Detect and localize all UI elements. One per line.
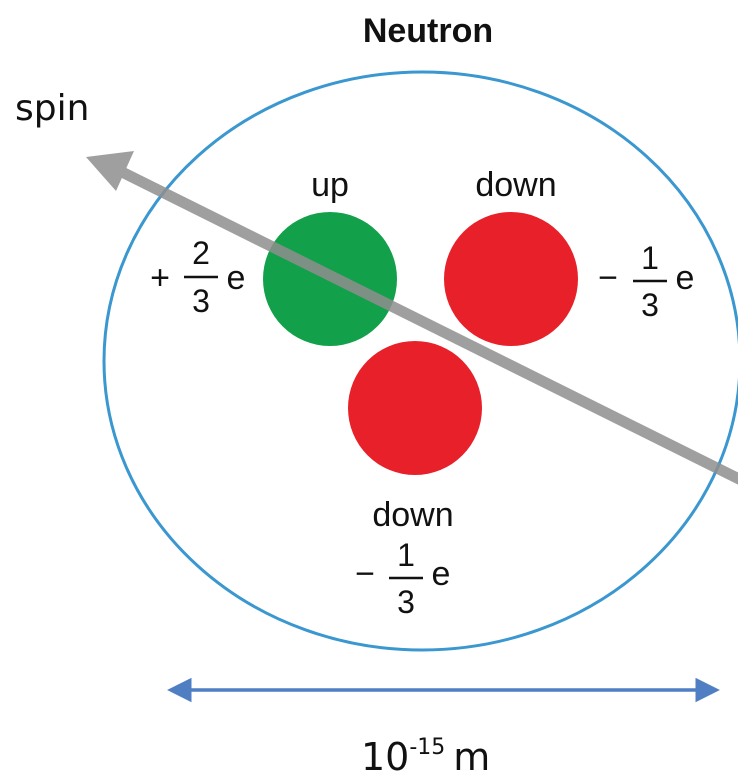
spin-label: spin (15, 88, 89, 129)
charge-sign: − (598, 259, 618, 297)
charge-numerator: 2 (192, 235, 210, 271)
charge-unit: e (227, 259, 246, 297)
scale-label: 10-15 m (361, 735, 490, 779)
up-quark-label: up (311, 166, 349, 204)
scale-base: 10 (361, 735, 409, 779)
down-quark-2-charge: − 1 3 e (355, 537, 450, 620)
scale-unit: m (453, 735, 490, 779)
charge-denominator: 3 (397, 584, 415, 620)
diagram-title: Neutron (363, 12, 493, 50)
down-quark-1 (444, 212, 578, 346)
charge-sign: + (150, 259, 170, 297)
up-quark-charge: + 2 3 e (150, 235, 245, 319)
charge-numerator: 1 (641, 240, 659, 276)
scale-exponent: -15 (409, 735, 445, 760)
charge-numerator: 1 (397, 537, 415, 573)
charge-unit: e (432, 555, 451, 593)
down-quark-2 (348, 341, 482, 475)
charge-sign: − (355, 555, 375, 593)
charge-unit: e (676, 259, 695, 297)
down-quark-1-charge: − 1 3 e (598, 240, 694, 323)
down-quark-1-label: down (475, 166, 556, 204)
down-quark-2-label: down (372, 496, 453, 534)
charge-denominator: 3 (192, 283, 210, 319)
charge-denominator: 3 (641, 287, 659, 323)
